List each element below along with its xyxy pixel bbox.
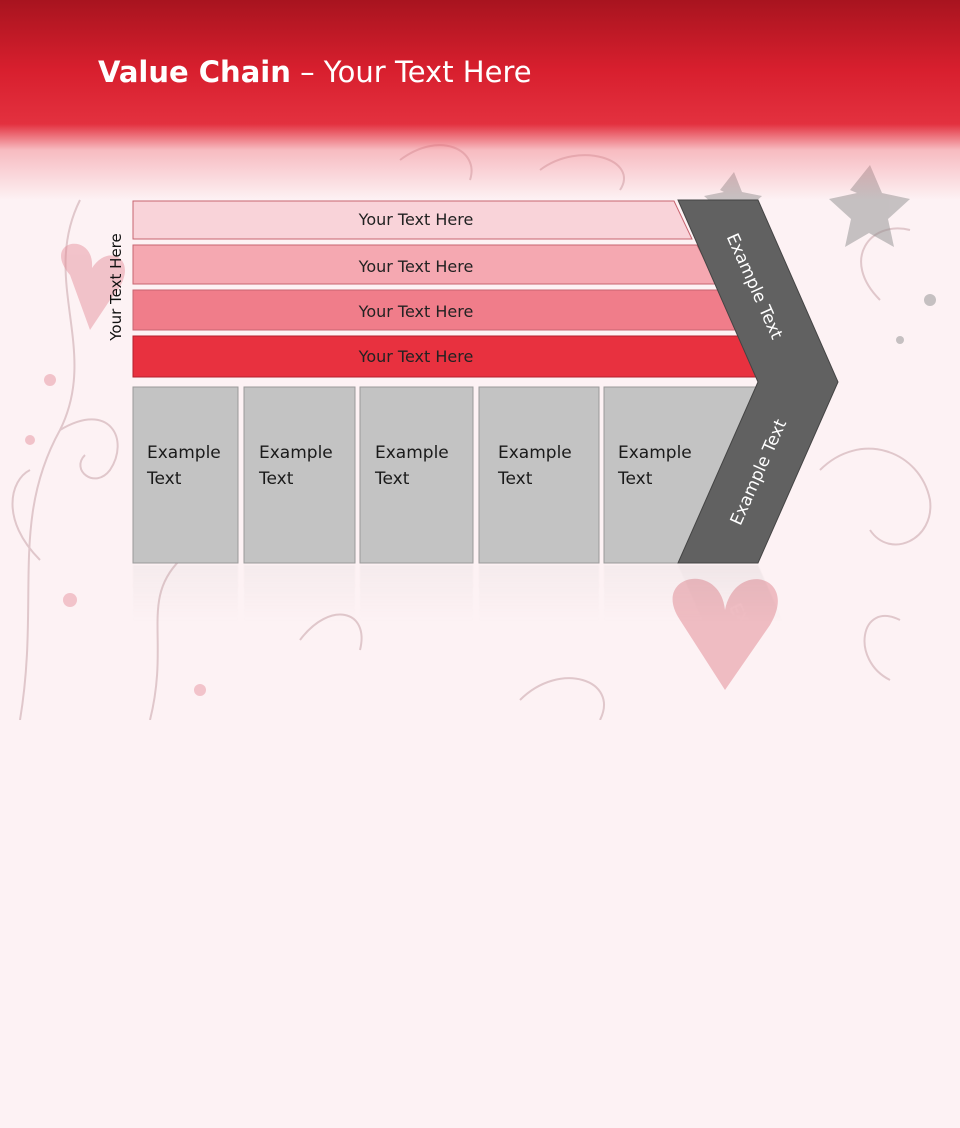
box-2[interactable] — [243, 386, 356, 564]
value-chain-diagram: Your Text Here Your Text Here Your Text … — [132, 199, 839, 564]
box-4[interactable] — [478, 386, 600, 564]
title-bold: Value Chain — [98, 55, 291, 89]
box-3-line1: Example — [375, 443, 449, 463]
title-banner — [0, 0, 960, 200]
bar-3-label: Your Text Here — [358, 302, 474, 321]
box-4-line1: Example — [498, 443, 572, 463]
box-5-line2: Text — [617, 469, 653, 489]
box-5-line1: Example — [618, 443, 692, 463]
title-rest: – Your Text Here — [290, 55, 532, 89]
box-2-line1: Example — [259, 443, 333, 463]
diagram-main: Your Text Here Your Text Here Your Text … — [132, 199, 839, 564]
box-4-line2: Text — [497, 469, 533, 489]
bar-2-label: Your Text Here — [358, 257, 474, 276]
bar-4-label: Your Text Here — [358, 347, 474, 366]
box-2-line2: Text — [258, 469, 294, 489]
bar-1[interactable] — [132, 200, 693, 240]
box-1-line1: Example — [147, 443, 221, 463]
box-1-line2: Text — [146, 469, 182, 489]
chevron-arrow[interactable] — [677, 199, 839, 564]
bar-1-label: Your Text Here — [358, 210, 474, 229]
floral-background — [11, 144, 936, 720]
box-1[interactable] — [132, 386, 239, 564]
slide-title: Value Chain – Your Text Here — [98, 55, 532, 89]
box-3-line2: Text — [374, 469, 410, 489]
box-3[interactable] — [359, 386, 474, 564]
